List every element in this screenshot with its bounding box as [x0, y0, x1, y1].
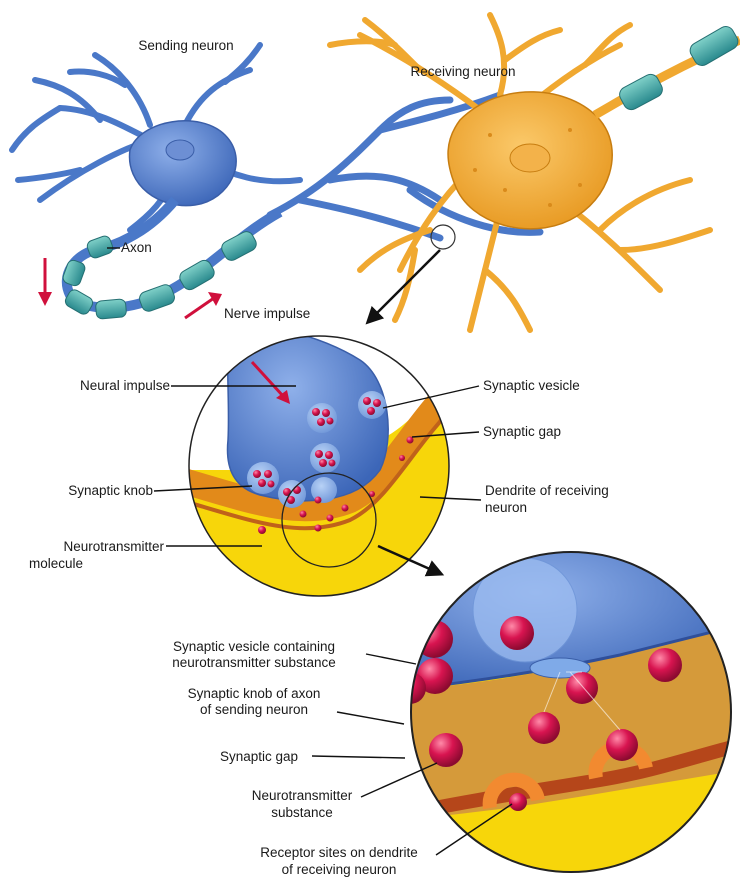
label-neural-impulse: Neural impulse: [80, 378, 170, 393]
label-nt-substance-line2: substance: [271, 805, 333, 820]
synapse-zoom-large: [394, 540, 740, 880]
label-knob-of-axon-line1: Synaptic knob of axon: [188, 686, 321, 701]
label-nt-molecule-line1: Neurotransmitter: [63, 539, 164, 554]
label-nt-substance-line1: Neurotransmitter: [252, 788, 353, 803]
label-synaptic-knob: Synaptic knob: [68, 483, 153, 498]
label-nt-molecule-line2: molecule: [29, 556, 83, 571]
label-vesicle-containing-line1: Synaptic vesicle containing: [173, 639, 335, 654]
label-axon: Axon: [121, 240, 152, 255]
label-synaptic-vesicle: Synaptic vesicle: [483, 378, 580, 393]
label-receptor-sites-line1: Receptor sites on dendrite: [260, 845, 418, 860]
label-sending-neuron: Sending neuron: [138, 38, 233, 53]
receiving-neuron: [330, 15, 740, 330]
label-nerve-impulse: Nerve impulse: [224, 306, 310, 321]
label-vesicle-containing-line2: neurotransmitter substance: [172, 655, 336, 670]
label-receiving-neuron: Receiving neuron: [410, 64, 515, 79]
synapse-zoom-middle: [180, 327, 460, 610]
label-dendrite-line2: neuron: [485, 500, 527, 515]
label-synaptic-gap-2: Synaptic gap: [220, 749, 298, 764]
label-dendrite-line1: Dendrite of receiving: [485, 483, 609, 498]
label-receptor-sites-line2: of receiving neuron: [282, 862, 397, 877]
label-synaptic-gap: Synaptic gap: [483, 424, 561, 439]
label-knob-of-axon-line2: of sending neuron: [200, 702, 308, 717]
